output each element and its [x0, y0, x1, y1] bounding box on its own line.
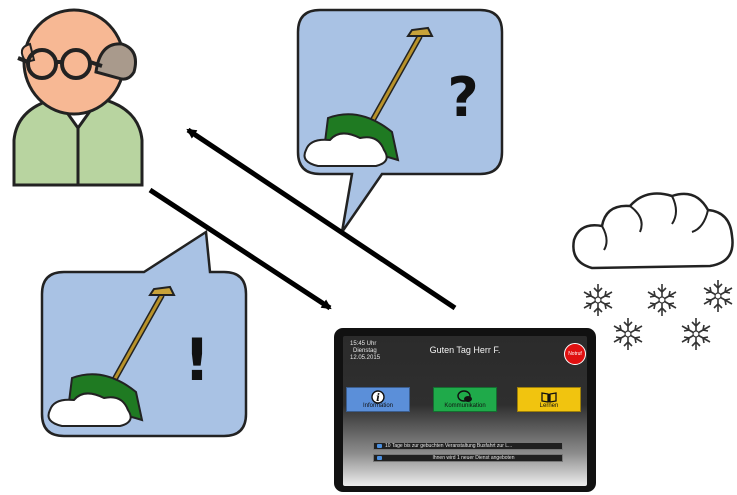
notice-item[interactable]: 10 Tage bis zur gebuchten Veranstaltung …: [373, 442, 563, 450]
exclamation-speech-bubble: !: [42, 232, 246, 436]
emergency-button[interactable]: Notruf: [564, 343, 586, 365]
kommunikation-label: Kommunikation: [434, 403, 496, 409]
information-button[interactable]: i Information: [346, 387, 410, 412]
date: 12.05.2015: [350, 355, 380, 362]
notice-bullet-icon: [377, 444, 382, 448]
information-label: Information: [347, 403, 409, 409]
greeting-title: Guten Tag Herr F.: [343, 345, 587, 355]
lernen-label: Lernen: [518, 403, 580, 409]
notice-item[interactable]: Ihnen wird 1 neuer Dienst angeboten: [373, 454, 563, 462]
question-speech-bubble: ?: [298, 10, 502, 232]
question-mark: ?: [447, 66, 478, 129]
elderly-person-icon: [14, 10, 142, 185]
exclamation-mark: !: [184, 326, 210, 394]
snow-cloud-icon: [573, 194, 732, 350]
tablet-device: 15:45 Uhr Dienstag 12.05.2015 Guten Tag …: [334, 328, 596, 492]
notice-text: Ihnen wird 1 neuer Dienst angeboten: [432, 455, 514, 461]
notice-text: 10 Tage bis zur gebuchten Veranstaltung …: [385, 443, 512, 449]
kommunikation-button[interactable]: Kommunikation: [433, 387, 497, 412]
tablet-screen: 15:45 Uhr Dienstag 12.05.2015 Guten Tag …: [343, 336, 587, 486]
lernen-button[interactable]: Lernen: [517, 387, 581, 412]
notice-bullet-icon: [377, 456, 382, 460]
